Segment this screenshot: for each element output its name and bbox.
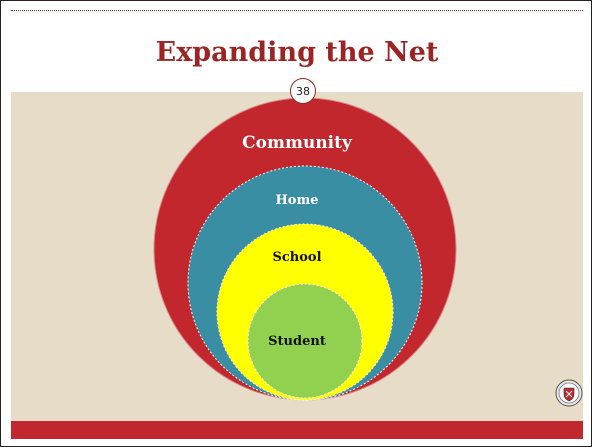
slide-title: Expanding the Net [155,37,439,68]
student-circle [247,283,363,399]
home-label: Home [275,193,319,208]
slide-number-badge: 38 [290,78,316,104]
community-label: Community [242,133,352,153]
student-label: Student [268,334,326,349]
school-label: School [272,250,322,265]
university-seal-icon [555,379,583,407]
footer-bar [11,421,583,439]
